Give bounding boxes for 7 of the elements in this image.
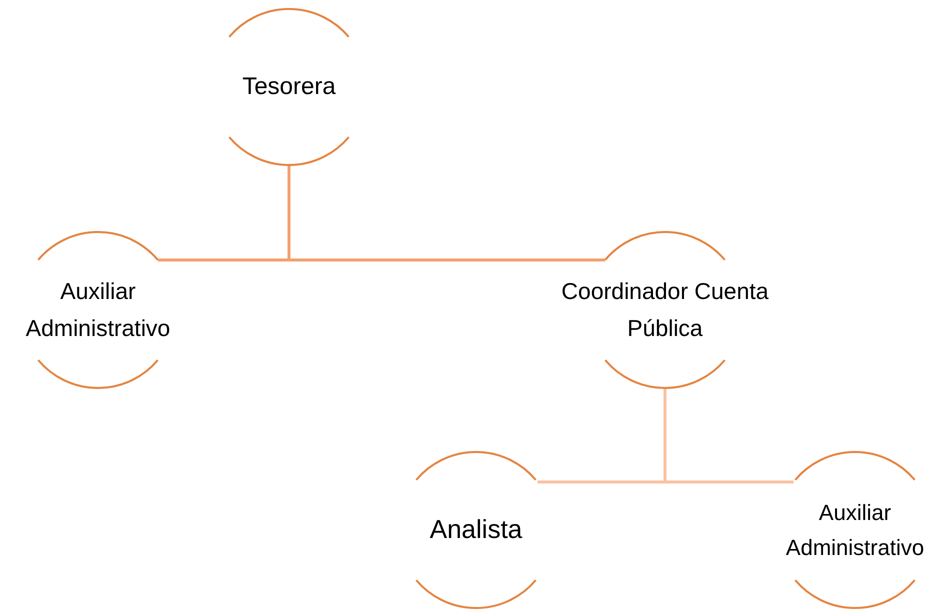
- node-label: Analista: [428, 513, 524, 546]
- node-label: Auxiliar Administrativo: [24, 277, 172, 343]
- connector-line: [664, 388, 794, 484]
- connector-line: [288, 165, 606, 262]
- node-label: Coordinador Cuenta Pública: [560, 277, 770, 343]
- node-label: Tesorera: [241, 72, 337, 102]
- node-label: Auxiliar Administrativo: [784, 498, 926, 562]
